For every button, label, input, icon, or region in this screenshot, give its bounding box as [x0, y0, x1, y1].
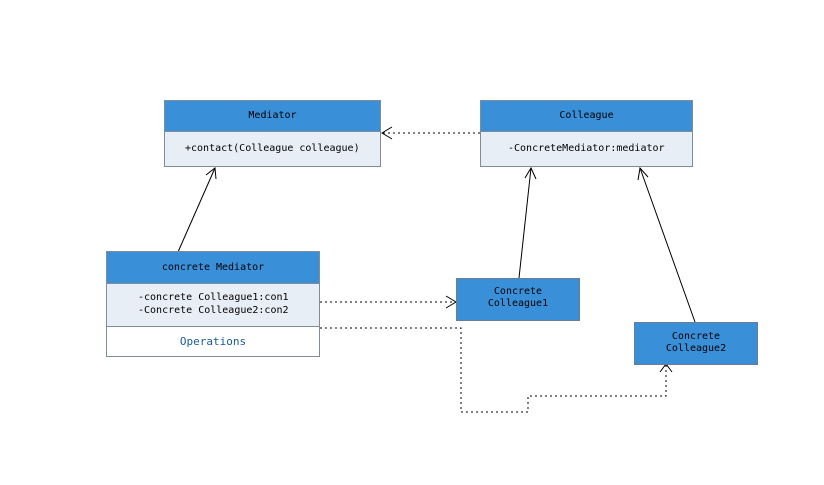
concrete-colleague2-class[interactable]: Concrete Colleague2 [634, 322, 758, 365]
class-operations: Operations [107, 326, 319, 356]
class-members: -ConcreteMediator:mediator [481, 132, 692, 166]
class-member: -concrete Colleague1:con1 [138, 292, 289, 303]
class-member: -ConcreteMediator:mediator [508, 143, 665, 154]
inheritance-line-colleague1-to-colleague [518, 167, 532, 279]
class-header: Colleague [481, 101, 692, 132]
open-arrowhead [381, 126, 393, 140]
mediator-class[interactable]: Mediator +contact(Colleague colleague) [164, 100, 381, 167]
class-name: concrete Mediator [161, 262, 265, 273]
open-arrowhead [205, 167, 217, 180]
class-name-line: Concrete [671, 331, 721, 342]
class-name: Mediator [248, 110, 297, 121]
open-arrowhead [659, 363, 673, 373]
open-arrowhead [445, 295, 457, 309]
class-name-line: Colleague1 [487, 298, 549, 309]
class-name: Colleague [559, 110, 614, 121]
open-arrowhead [524, 166, 537, 180]
association-line-mediator-to-colleague2 [320, 327, 667, 413]
open-arrowhead [637, 166, 649, 181]
class-header: Mediator [165, 101, 380, 132]
class-members: +contact(Colleague colleague) [165, 132, 380, 166]
concrete-colleague1-class[interactable]: Concrete Colleague1 [456, 278, 580, 321]
operations-label: Operations [179, 335, 247, 348]
colleague-class[interactable]: Colleague -ConcreteMediator:mediator [480, 100, 693, 167]
class-member: -Concrete Colleague2:con2 [138, 305, 289, 316]
class-name-line: Colleague2 [665, 343, 727, 354]
concrete-mediator-class[interactable]: concrete Mediator -concrete Colleague1:c… [106, 251, 320, 357]
inheritance-line-concrete-mediator-to-mediator [177, 167, 216, 253]
class-member: +contact(Colleague colleague) [185, 143, 360, 154]
class-name-line: Concrete [493, 286, 543, 297]
class-members: -concrete Colleague1:con1 -Concrete Coll… [107, 284, 319, 326]
inheritance-line-colleague2-to-colleague [639, 167, 696, 323]
class-header: concrete Mediator [107, 252, 319, 284]
